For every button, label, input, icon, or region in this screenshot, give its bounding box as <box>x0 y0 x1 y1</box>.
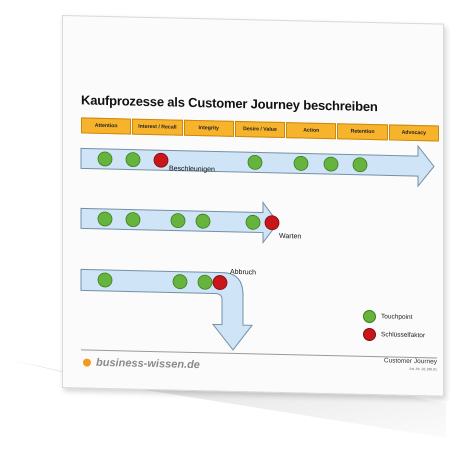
legend-touchpoint-label: Touchpoint <box>381 313 413 321</box>
key-factor-point-1-3 <box>153 152 169 168</box>
touchpoint-point-1-7 <box>352 157 368 173</box>
touchpoint-point-1-6 <box>323 156 339 172</box>
legend-touchpoint: Touchpoint <box>363 309 413 324</box>
touchpoint-point-2-3 <box>170 213 186 229</box>
touchpoint-point-2-4 <box>195 213 211 229</box>
touchpoint-point-1-2 <box>125 152 141 168</box>
brand-name: business-wissen.de <box>96 356 200 372</box>
touchpoint-point-1-5 <box>293 156 309 171</box>
article-number: Art.-Nr. 26.199.01 <box>409 366 437 372</box>
journey-points <box>97 151 368 290</box>
flow-label-abort: Abbruch <box>230 268 257 277</box>
document-name: Customer Journey <box>383 357 437 366</box>
touchpoint-point-2-1 <box>97 211 113 227</box>
touchpoint-point-3-2 <box>172 274 188 290</box>
touchpoint-legend-icon <box>363 309 376 324</box>
journey-flows <box>80 144 435 351</box>
touchpoint-point-1-1 <box>97 151 113 167</box>
touchpoint-point-1-4 <box>247 154 263 170</box>
document-page: Kaufprozesse als Customer Journey beschr… <box>62 15 444 397</box>
flow-arrow-3 <box>80 268 254 351</box>
key-factor-point-2-6 <box>264 215 280 231</box>
flow-label-accelerate: Beschleunigen <box>169 165 215 174</box>
touchpoint-point-2-5 <box>245 214 261 230</box>
legend-key-factor-label: Schlüsselfaktor <box>381 331 426 340</box>
key-factor-legend-icon <box>363 327 376 342</box>
key-factor-point-3-4 <box>212 275 228 290</box>
touchpoint-point-3-1 <box>97 272 113 288</box>
touchpoint-point-3-3 <box>197 274 213 290</box>
legend-key-factor: Schlüsselfaktor <box>363 327 426 342</box>
flow-label-wait: Warten <box>279 232 302 241</box>
brand-dot-icon <box>83 358 91 367</box>
touchpoint-point-2-2 <box>125 212 141 228</box>
